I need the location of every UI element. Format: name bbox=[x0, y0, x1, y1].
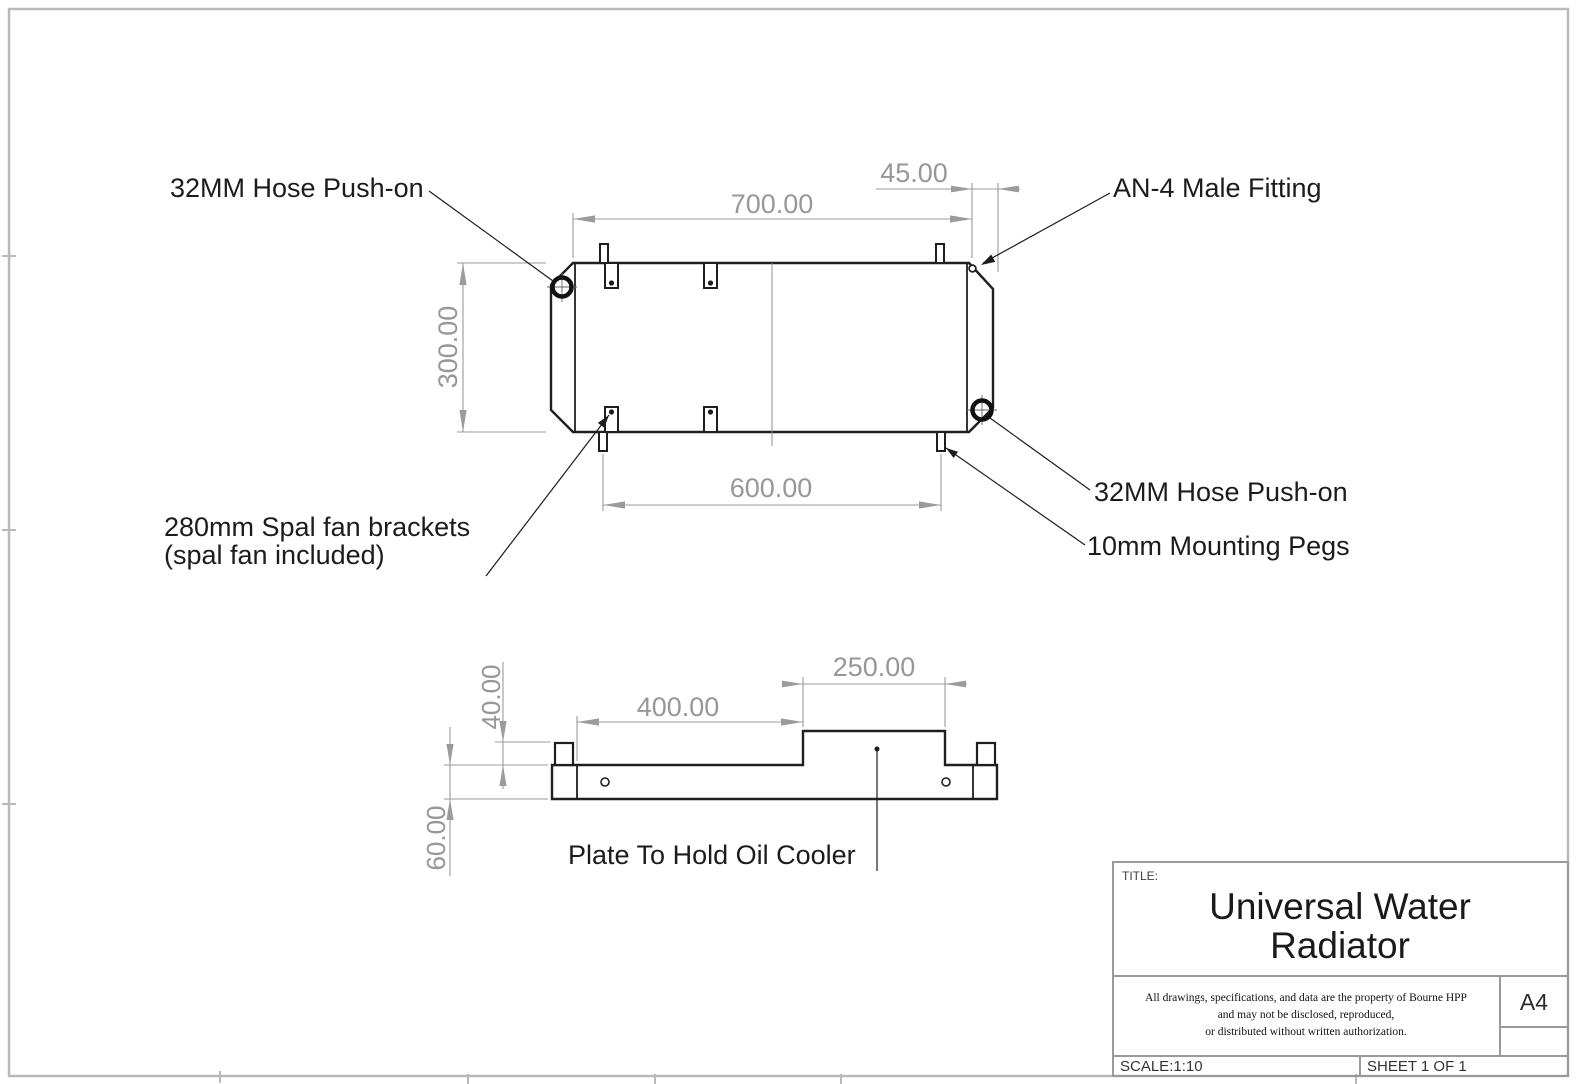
dim-text-40: 40.00 bbox=[476, 664, 506, 729]
title-line1: Universal Water bbox=[1209, 886, 1471, 927]
leader-pegs bbox=[945, 447, 1086, 546]
dim-core-height: 300.00 bbox=[433, 262, 546, 433]
dim-core-width: 700.00 bbox=[572, 183, 973, 258]
dim-text-60: 60.00 bbox=[421, 805, 451, 870]
dim-text-250: 250.00 bbox=[833, 652, 916, 682]
leader-spal bbox=[485, 414, 610, 577]
label-spal-line1: 280mm Spal fan brackets bbox=[164, 512, 470, 542]
leader-an4-arrow bbox=[981, 254, 996, 265]
hose-fitting-top-left bbox=[547, 272, 577, 302]
dim-text-400: 400.00 bbox=[637, 692, 720, 722]
fan-bracket-tabs bbox=[604, 262, 718, 433]
label-hose-bottom-right: 32MM Hose Push-on bbox=[1094, 477, 1348, 507]
side-outline bbox=[550, 729, 999, 801]
sheet-border bbox=[7, 7, 1570, 1078]
leader-an4 bbox=[982, 192, 1111, 264]
sheet-label: SHEET 1 OF 1 bbox=[1367, 1058, 1467, 1075]
main-view: 700.00 45.00 300.00 600.00 bbox=[164, 158, 1350, 577]
leader-pegs-arrow bbox=[946, 448, 958, 458]
leader-hose-bottom-right bbox=[989, 417, 1091, 491]
scale-label: SCALE:1:10 bbox=[1120, 1058, 1203, 1075]
label-hose-top-left: 32MM Hose Push-on bbox=[170, 173, 424, 203]
dim-text-700: 700.00 bbox=[731, 189, 814, 219]
label-spal-line2: (spal fan included) bbox=[164, 540, 385, 570]
hose-fitting-bottom-right bbox=[967, 395, 997, 425]
side-hole-right bbox=[941, 777, 951, 787]
side-view: 400.00 250.00 40.00 60.00 bbox=[421, 652, 999, 876]
dim-peg-height: 40.00 bbox=[476, 662, 551, 789]
paper-size: A4 bbox=[1520, 989, 1548, 1015]
disclaimer-line3: or distributed without written authoriza… bbox=[1205, 1026, 1407, 1038]
title-line2: Radiator bbox=[1270, 925, 1410, 966]
an4-fitting-circle bbox=[968, 264, 977, 273]
dim-text-600: 600.00 bbox=[730, 473, 813, 503]
leader-plate-dot bbox=[874, 746, 880, 752]
dim-fitting-offset: 45.00 bbox=[876, 158, 1020, 272]
label-plate: Plate To Hold Oil Cooler bbox=[568, 840, 856, 870]
title-block-border bbox=[1112, 861, 1569, 1077]
title-block: TITLE: Universal Water Radiator All draw… bbox=[1112, 861, 1569, 1077]
dim-text-300: 300.00 bbox=[433, 306, 463, 389]
side-peg-right bbox=[975, 741, 997, 767]
sheet-frame bbox=[2, 7, 1570, 1084]
label-pegs: 10mm Mounting Pegs bbox=[1087, 531, 1350, 561]
dim-end-depth: 60.00 bbox=[421, 727, 548, 876]
disclaimer-line1: All drawings, specifications, and data a… bbox=[1145, 992, 1467, 1004]
title-block-label: TITLE: bbox=[1122, 869, 1158, 883]
dim-plate-offset: 400.00 bbox=[576, 677, 804, 761]
label-an4: AN-4 Male Fitting bbox=[1113, 173, 1322, 203]
side-peg-left bbox=[553, 741, 575, 767]
dim-plate-width: 250.00 bbox=[782, 652, 967, 727]
leader-hose-top-left bbox=[428, 190, 554, 282]
dim-text-45: 45.00 bbox=[880, 158, 948, 188]
dim-peg-spacing: 600.00 bbox=[602, 454, 942, 511]
side-hole-left bbox=[600, 777, 610, 787]
leader-spal-arrow bbox=[597, 415, 609, 428]
disclaimer-line2: and may not be disclosed, reproduced, bbox=[1218, 1009, 1395, 1021]
